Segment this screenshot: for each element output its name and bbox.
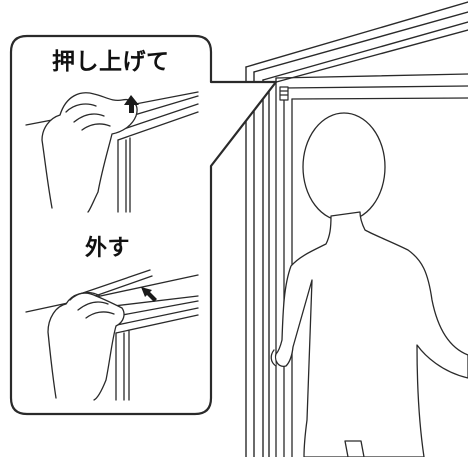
step2-caption: 外す (85, 236, 131, 261)
person-figure (270, 112, 468, 457)
door-frame (245, 1, 468, 457)
push-up-arrow-icon (124, 95, 139, 113)
step2-illustration (25, 269, 199, 401)
step1-illustration (25, 91, 199, 213)
latch-icon (279, 86, 289, 101)
pull-out-arrow-icon (141, 287, 157, 302)
step1-caption: 押し上げて (52, 49, 170, 75)
